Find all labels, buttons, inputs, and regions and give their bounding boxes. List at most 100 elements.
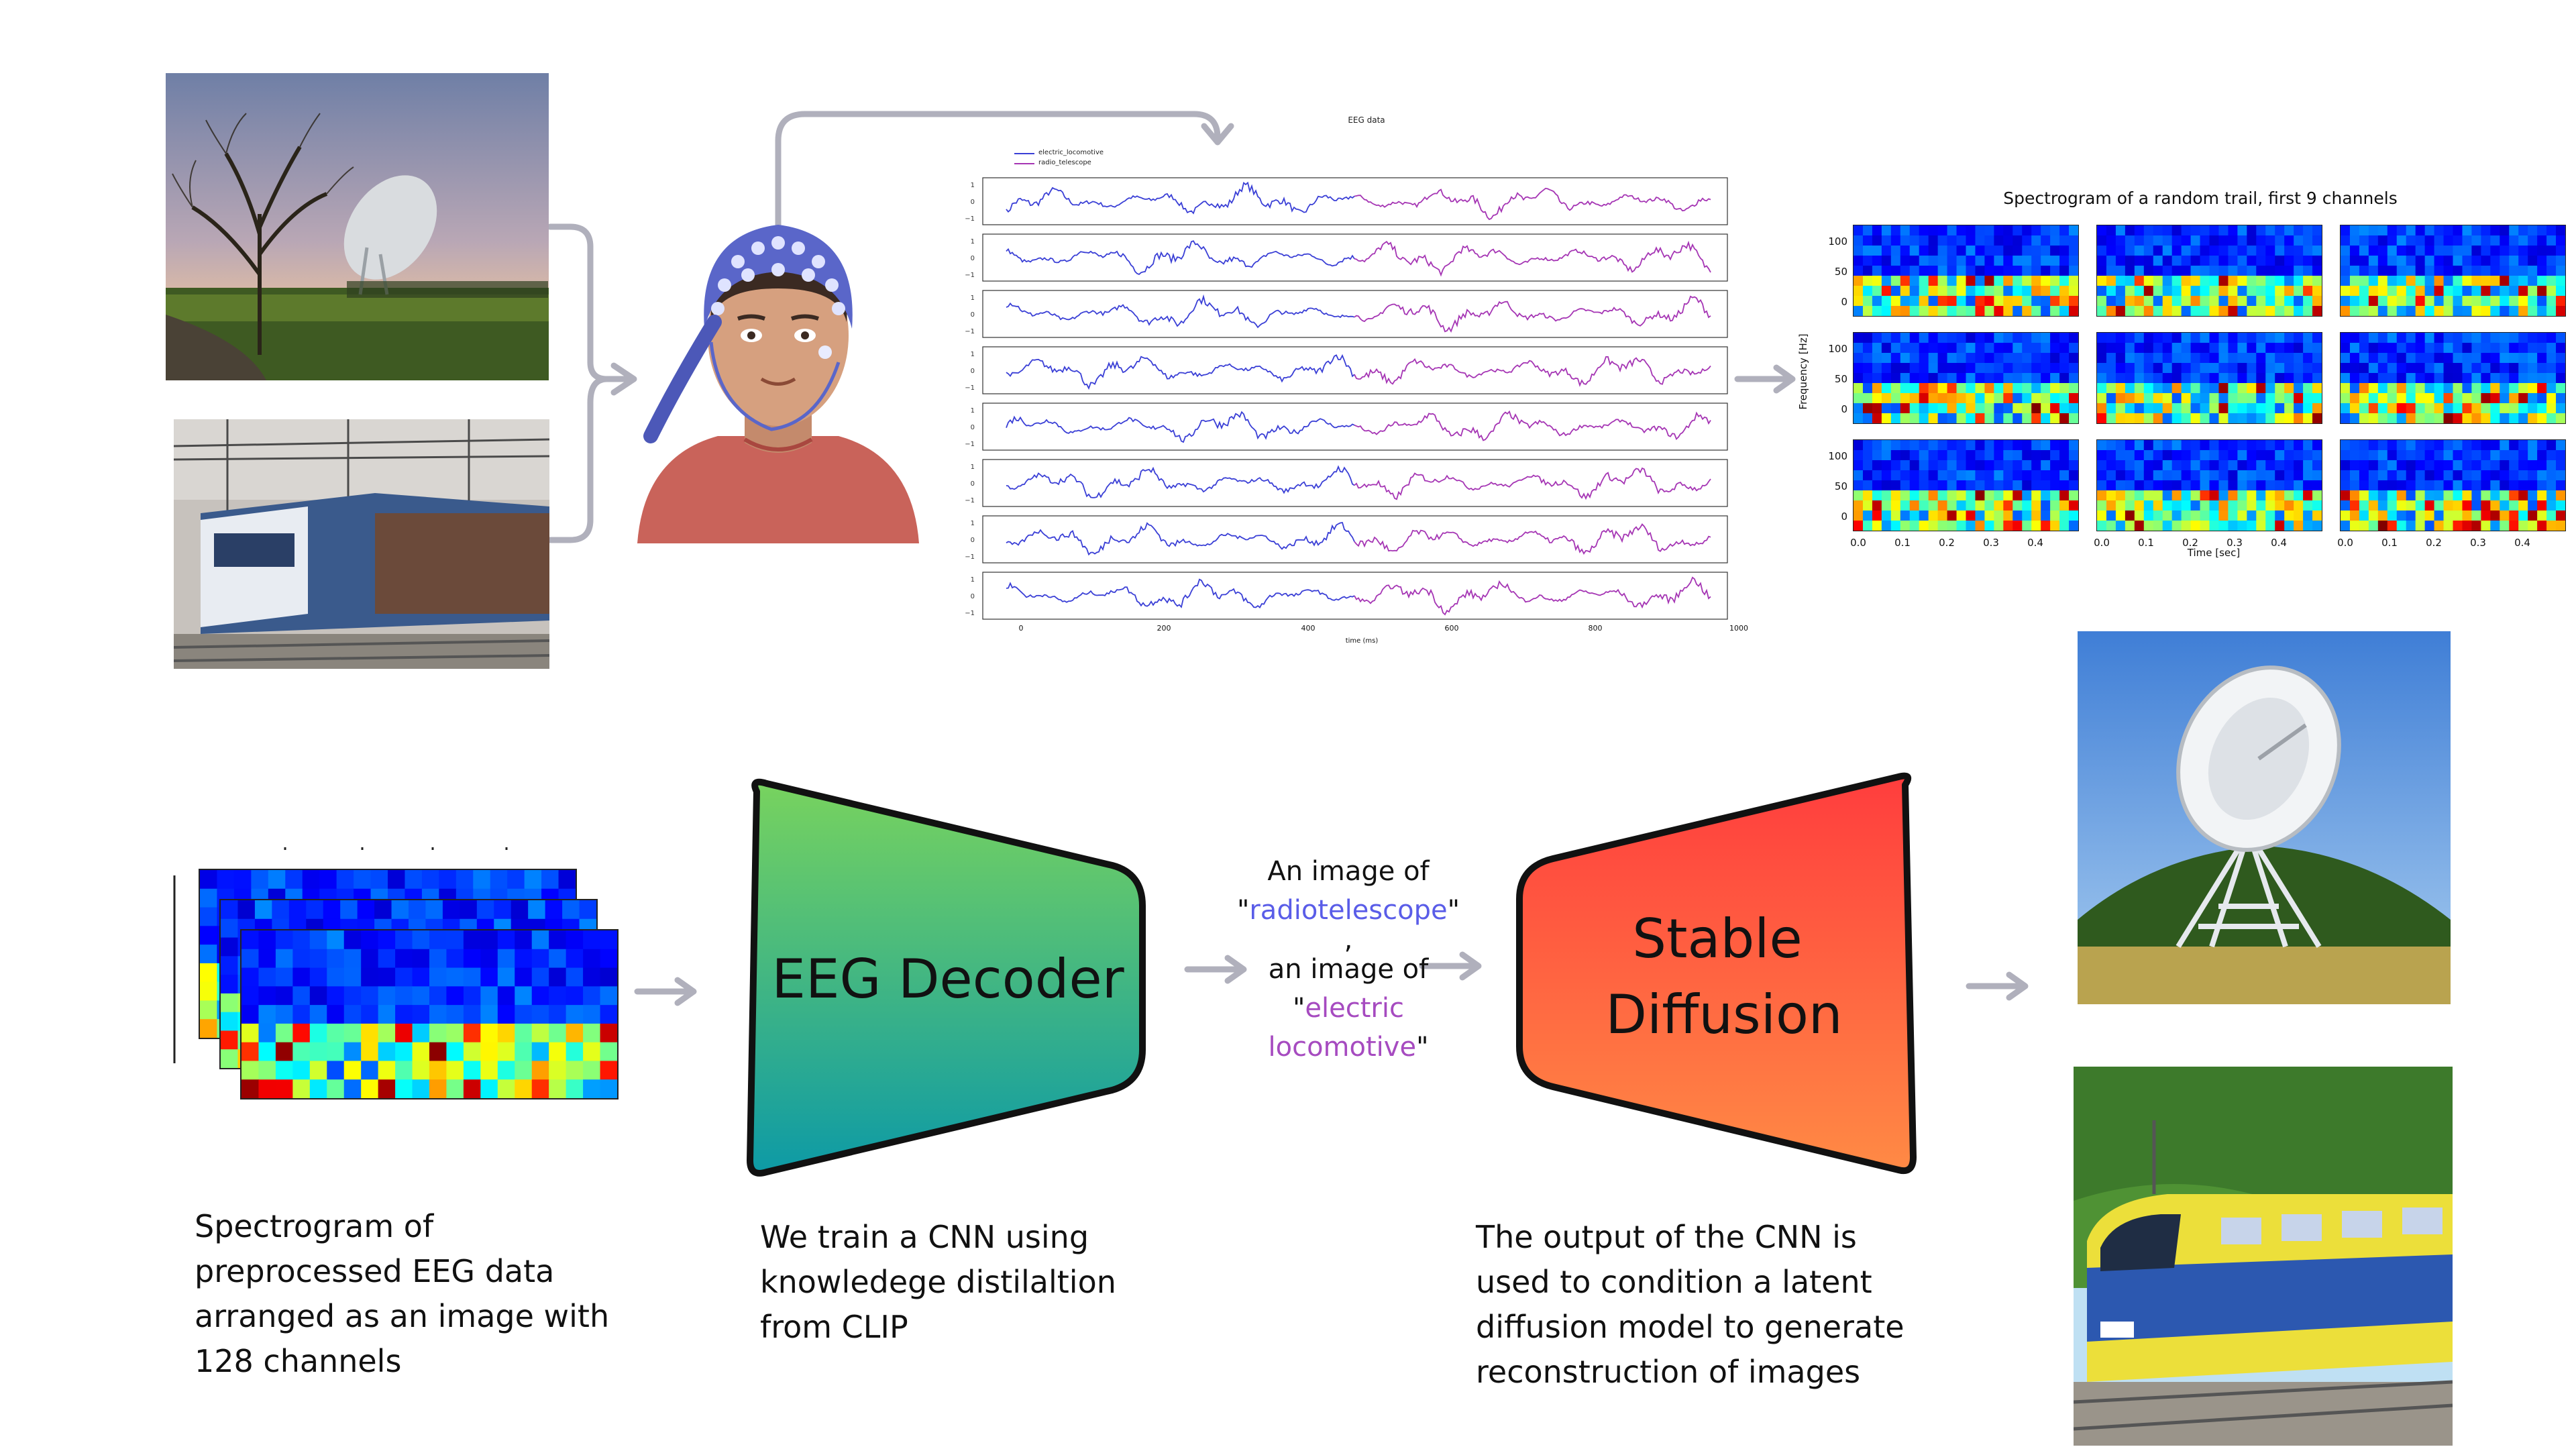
spectrogram-cell [2069,343,2078,354]
spectrogram-cell [1862,383,1873,394]
spectrogram-cell [2162,413,2173,423]
spectrogram-cell [200,963,218,983]
spectrogram-cell [241,930,260,950]
spectrogram-cell [2481,373,2491,384]
spectrogram-cell [2097,413,2107,423]
spectrogram-cell [2368,235,2379,246]
spectrogram-cell [1994,383,2004,394]
eeg-xlabel: time (ms) [1345,637,1379,645]
spectrogram-cell [515,1005,533,1024]
spectrogram-cell [2546,286,2557,297]
spectrogram-cell [2471,500,2481,511]
spectrogram-cell [2349,450,2360,461]
spectrogram-cell [2275,246,2285,256]
spectrogram-cell [200,870,218,890]
spectrogram-cell [2303,413,2313,423]
spectrogram-cell [2247,460,2257,471]
spectrogram-cell [2181,413,2192,423]
spectrogram-cell [2294,266,2304,276]
spectrogram-cell [2050,256,2060,266]
spectrogram-cell [1919,296,1929,307]
spectrogram-cell [2265,353,2275,364]
spectrogram-cell [2171,393,2182,404]
spectrogram-cell [412,930,430,950]
spectrogram-cell [2368,246,2379,256]
spectrogram-cell [2500,403,2510,414]
spectrogram-cell [2359,256,2369,266]
spectrogram-cell [2424,521,2435,531]
spectrogram-cell [2125,511,2135,521]
spectrogram-cell [2396,490,2407,501]
spectrogram-cell [1900,373,1911,384]
spectrogram-cell [1928,246,1939,256]
spectrogram-cell [2003,460,2013,471]
spectrogram-cell [1984,256,1994,266]
spectrogram-cell [1909,235,1920,246]
spectrogram-cell [1975,343,1986,354]
eeg-trace-electric-locomotive [1006,294,1355,329]
spectrogram-cell [2275,353,2285,364]
spectrogram-cell [2125,333,2135,343]
spectrogram-cell [2069,403,2078,414]
spectrogram-cell [2471,460,2481,471]
spectrogram-cell [2012,276,2023,286]
eeg-channel-frame [982,233,1728,282]
spectrogram-cell [2359,450,2369,461]
spectrogram-cell [2237,306,2247,316]
spectrogram-cell [2237,225,2247,236]
spectrogram-cell [2143,353,2154,364]
spectrogram-cell [2265,440,2275,451]
spectrogram-cell [2387,306,2398,316]
spectrogram-cell [1862,403,1873,414]
spectrogram-cell [2041,363,2051,374]
spectrogram-cell [2134,440,2145,451]
spectrogram-cell [1947,450,1957,461]
spectrogram-cell [2022,470,2032,481]
spectrogram-cell [524,870,542,890]
spectrogram-cell [2443,480,2454,491]
spectrogram-cell [497,1005,515,1024]
spectrogram-cell [2106,286,2116,297]
spectrogram-cell [1919,511,1929,521]
spectrogram-cell [2069,246,2078,256]
spectrogram-cell [2265,511,2275,521]
spectrogram-cell [2396,393,2407,404]
spectrogram-cell [2181,460,2192,471]
spectrogram-cell [309,1023,327,1043]
spectrogram-cell [2415,225,2426,236]
spectrogram-cell [2424,276,2435,286]
spectrogram-cell [2012,256,2023,266]
spectrogram-cell [2368,353,2379,364]
spectrogram-cell [2256,403,2266,414]
spectrogram-cell [2518,266,2528,276]
spectrogram-cell [600,949,617,969]
spectrogram-cell [2012,383,2023,394]
spectrogram-cell [2237,286,2247,297]
spectrogram-cell [2171,343,2182,354]
spectrogram-cell [2106,256,2116,266]
spectrogram-cell [2303,480,2313,491]
spectrogram-cell [2069,460,2078,471]
spectrogram-cell [2481,450,2491,461]
spectrogram-cell [2012,333,2023,343]
spectrogram-cell [2218,276,2229,286]
spectrogram-cell [1890,490,1901,501]
spectrogram-cell [2275,235,2285,246]
spectrogram-cell [2209,440,2220,451]
spectrogram-cell [2247,511,2257,521]
spectrogram-cell [2556,450,2565,461]
spectrogram-cell [2003,266,2013,276]
spectrogram-cell [2134,413,2145,423]
spectrogram-cell [2406,296,2416,307]
spectrogram-cell [2003,470,2013,481]
spectrogram-cell [1937,500,1948,511]
spectrogram-cell [2050,343,2060,354]
spectrogram-cell [463,930,481,950]
spectrogram-cell [2106,511,2116,521]
spectrogram-cell [2200,266,2210,276]
spectrogram-cell [2368,440,2379,451]
spectrogram-cell [2377,225,2388,236]
spectrogram-cell [2190,363,2201,374]
spectrogram-cell [1900,450,1911,461]
spectrogram-cell [2050,363,2060,374]
